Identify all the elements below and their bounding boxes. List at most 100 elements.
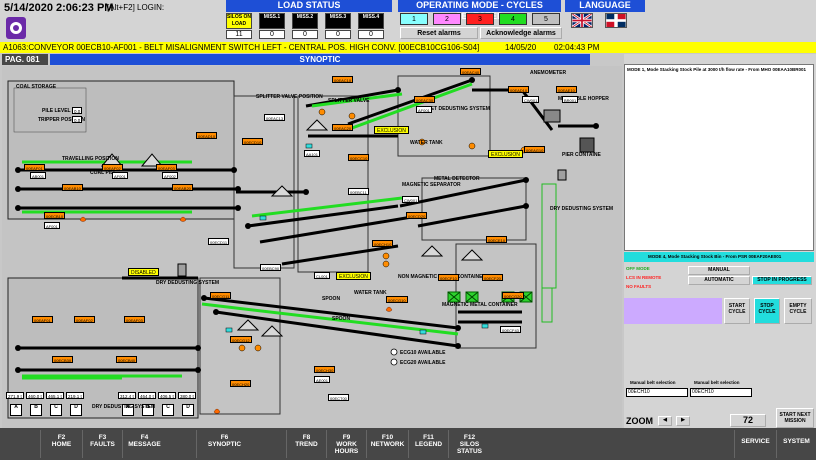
start-next-mission-button[interactable]: START NEXT MISSION: [776, 408, 814, 428]
value-tag: CL001: [314, 272, 330, 279]
equipment-tag[interactable]: 00EAE10: [556, 86, 577, 93]
source-value-c2: 406.5 t: [158, 392, 176, 399]
equipment-tag[interactable]: 00ECB40: [116, 356, 138, 363]
equipment-tag[interactable]: 00ECF20: [482, 274, 503, 281]
mode-1-button[interactable]: 1: [400, 13, 428, 25]
stop-cycle-button[interactable]: STOP CYCLE: [754, 298, 780, 324]
source-b1[interactable]: B: [30, 404, 42, 416]
zoom-value: 72: [730, 414, 766, 427]
acknowledge-alarms-button[interactable]: Acknowledge alarms: [480, 27, 562, 39]
stop-in-progress-indicator: STOP IN PROGRESS: [752, 276, 812, 285]
equipment-tag[interactable]: 00ECF10: [438, 274, 459, 281]
zoom-in-button[interactable]: ▶: [676, 416, 690, 426]
alarm-time: 02:04:43 PM: [554, 43, 600, 52]
mode-3-button[interactable]: 3: [466, 13, 494, 25]
splitter-valve-label: SPLITTER VALVE: [328, 98, 370, 104]
value-tag: 00ECD11: [208, 238, 230, 245]
dominican-flag-icon[interactable]: [605, 13, 627, 28]
equipment-tag[interactable]: 00EAC10: [332, 76, 354, 83]
mode-4-title: MODE 4, Mode Stacking Stock Bin - From P…: [648, 254, 782, 259]
active-alarm-banner[interactable]: A1063:CONVEYOR 00ECB10-AF001 - BELT MISA…: [0, 42, 816, 53]
automatic-button[interactable]: AUTOMATIC: [688, 276, 750, 285]
source-value-d2: 380.0 t: [178, 392, 196, 399]
equipment-tag[interactable]: 00ECE10: [486, 236, 508, 243]
cycle-control-panel: MODE 1, Mode Stacking Stock Pile at 3000…: [624, 54, 816, 428]
exclusion-badge: EXCLUSION: [488, 150, 523, 158]
equipment-tag[interactable]: 00EAB10: [62, 184, 83, 191]
equipment-tag[interactable]: 00EAF03: [124, 316, 145, 323]
equipment-tag[interactable]: 00ECG10: [386, 296, 408, 303]
login-prompt[interactable]: [Alt+F2] LOGIN:: [107, 3, 165, 12]
equipment-tag[interactable]: 00EAF02: [102, 164, 123, 171]
value-tag: AF001: [416, 106, 432, 113]
equipment-tag[interactable]: 00ECH20: [230, 380, 252, 387]
equipment-tag[interactable]: 00EAF03: [156, 164, 177, 171]
spoon-label-2: SPOON: [332, 316, 351, 322]
equipment-tag[interactable]: 00ECD10: [242, 138, 264, 145]
empty-cycle-button[interactable]: EMPTY CYCLE: [784, 298, 812, 324]
source-d1[interactable]: D: [70, 404, 82, 416]
system-datetime: 5/14/2020 2:06:23 PM: [4, 2, 114, 14]
equipment-tag[interactable]: 00EAF01: [32, 316, 53, 323]
mode-5-button[interactable]: 5: [532, 13, 560, 25]
equipment-tag[interactable]: 00ECD20: [406, 212, 428, 219]
equipment-tag[interactable]: 00EAC30: [414, 96, 436, 103]
alarm-date: 14/05/20: [505, 43, 537, 52]
zoom-out-button[interactable]: ◀: [658, 416, 672, 426]
equipment-tag[interactable]: 00EAB20: [172, 184, 193, 191]
equipment-tag[interactable]: 00ECH30: [314, 366, 336, 373]
off-mode-status: OFF MODE: [626, 266, 650, 271]
equipment-tag[interactable]: 00EAC40: [460, 68, 482, 75]
source-a2[interactable]: A: [122, 404, 134, 416]
equipment-tag[interactable]: 00ECC10: [348, 154, 370, 161]
equipment-tag[interactable]: 00ECB30: [52, 356, 74, 363]
value-tag: BR001: [562, 96, 579, 103]
mission-1-value: 0: [259, 30, 285, 39]
english-flag-icon[interactable]: [571, 13, 593, 28]
value-tag: CW001: [402, 196, 420, 203]
value-tag: 00ECT00: [328, 394, 349, 401]
mode-1-title: MODE 1, Mode Stacking Stock Pile at 3000…: [627, 67, 807, 72]
service-key[interactable]: SERVICE: [734, 430, 776, 458]
source-c2[interactable]: C: [162, 404, 174, 416]
source-b2[interactable]: B: [142, 404, 154, 416]
mode-2-button[interactable]: 2: [433, 13, 461, 25]
mission-3-value: 0: [325, 30, 351, 39]
equipment-tag[interactable]: 00ECG11: [210, 292, 232, 299]
ecg20-available-label: ECG20 AVAILABLE: [400, 360, 446, 366]
manual-button[interactable]: MANUAL: [688, 266, 750, 275]
manual-belt-1-field[interactable]: 00ECH10: [626, 388, 688, 397]
start-cycle-button[interactable]: START CYCLE: [724, 298, 750, 324]
wet-dedusting-label: WET DEDUSTING SYSTEM: [426, 106, 490, 112]
equipment-tag[interactable]: 00EAF02: [74, 316, 95, 323]
equipment-tag[interactable]: 00EAD10: [508, 86, 530, 93]
water-tank-label: WATER TANK: [410, 140, 443, 146]
equipment-tag[interactable]: 00EAC20: [332, 124, 354, 131]
source-a1[interactable]: A: [10, 404, 22, 416]
equipment-tag[interactable]: 00ECG20: [502, 292, 524, 299]
source-d2[interactable]: D: [182, 404, 194, 416]
equipment-tag[interactable]: 00EAF01: [24, 164, 45, 171]
equipment-tag[interactable]: 00EAG10: [524, 146, 546, 153]
manual-belt-1-label: Manual belt selection: [630, 380, 676, 385]
system-key[interactable]: SYSTEM: [776, 430, 816, 458]
equipment-tag[interactable]: 00ECB10: [44, 212, 66, 219]
status-list: OFF MODE LCS IN REMOTE NO FAULTS: [624, 264, 688, 296]
source-c1[interactable]: C: [50, 404, 62, 416]
mode-4-button[interactable]: 4: [499, 13, 527, 25]
manual-belt-2-field[interactable]: 00ECH10: [690, 388, 752, 397]
equipment-tag[interactable]: 00EAD10: [196, 132, 218, 139]
page-number: PAG. 081: [2, 54, 48, 65]
equipment-tag[interactable]: 00ECH10: [372, 240, 394, 247]
equipment-tag[interactable]: 00ECG12: [230, 336, 252, 343]
reset-alarms-button[interactable]: Reset alarms: [400, 27, 478, 39]
